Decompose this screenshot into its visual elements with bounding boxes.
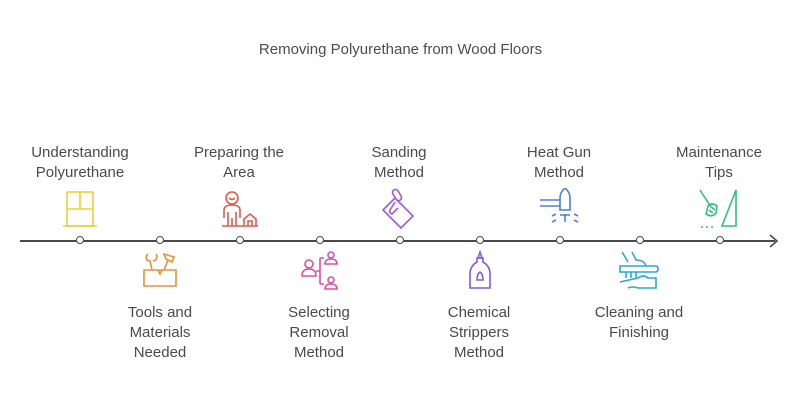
arrow-head-icon: [769, 234, 779, 248]
timeline-node: [556, 236, 564, 244]
step-label-heat-gun-method: Heat Gun Method: [484, 143, 634, 183]
bottle-icon: [458, 250, 502, 294]
label-line: Cleaning and: [594, 304, 684, 321]
timeline-node: [636, 236, 644, 244]
label-line: Tips: [705, 164, 733, 181]
timeline-node: [476, 236, 484, 244]
label-line: Method: [533, 164, 585, 181]
timeline-node: [716, 236, 724, 244]
diagram-title: Removing Polyurethane from Wood Floors: [258, 41, 543, 58]
label-line: Method: [293, 344, 345, 361]
step-label-chemical-strippers-method: Chemical Strippers Method: [404, 303, 554, 363]
label-line: Heat Gun: [526, 144, 592, 161]
timeline-node: [76, 236, 84, 244]
timeline-node: [396, 236, 404, 244]
label-line: Materials: [129, 324, 191, 341]
brush-cleaning-icon: [618, 250, 662, 294]
label-line: Method: [373, 164, 425, 181]
window-icon: [58, 188, 102, 232]
label-line: Removal: [289, 324, 349, 341]
label-line: Chemical: [447, 304, 511, 321]
label-line: Understanding: [31, 144, 129, 161]
heat-gun-icon: [538, 188, 582, 232]
step-label-preparing-the-area: Preparing the Area: [164, 143, 314, 183]
label-line: Sanding: [371, 144, 427, 161]
step-label-cleaning-and-finishing: Cleaning and Finishing: [564, 303, 714, 343]
label-line: Selecting: [288, 304, 350, 321]
timeline-node: [156, 236, 164, 244]
step-label-maintenance-tips: Maintenance Tips: [644, 143, 794, 183]
step-label-tools-and-materials: Tools and Materials Needed: [85, 303, 235, 363]
label-line: Tools and: [127, 304, 193, 321]
timeline-node: [316, 236, 324, 244]
label-line: Area: [223, 164, 255, 181]
person-house-icon: [218, 188, 262, 232]
label-line: Strippers: [448, 324, 510, 341]
label-line: Preparing the: [193, 144, 285, 161]
label-line: Maintenance: [676, 144, 762, 161]
timeline-node: [236, 236, 244, 244]
broom-icon: [698, 188, 742, 232]
label-line: Method: [453, 344, 505, 361]
label-line: Finishing: [608, 324, 670, 341]
step-label-selecting-removal-method: Selecting Removal Method: [244, 303, 394, 363]
step-label-understanding-polyurethane: Understanding Polyurethane: [5, 143, 155, 183]
people-hierarchy-icon: [298, 250, 342, 294]
label-line: Polyurethane: [35, 164, 125, 181]
step-label-sanding-method: Sanding Method: [324, 143, 474, 183]
label-line: Needed: [133, 344, 187, 361]
toolbox-icon: [138, 248, 182, 292]
sander-icon: [378, 188, 422, 232]
